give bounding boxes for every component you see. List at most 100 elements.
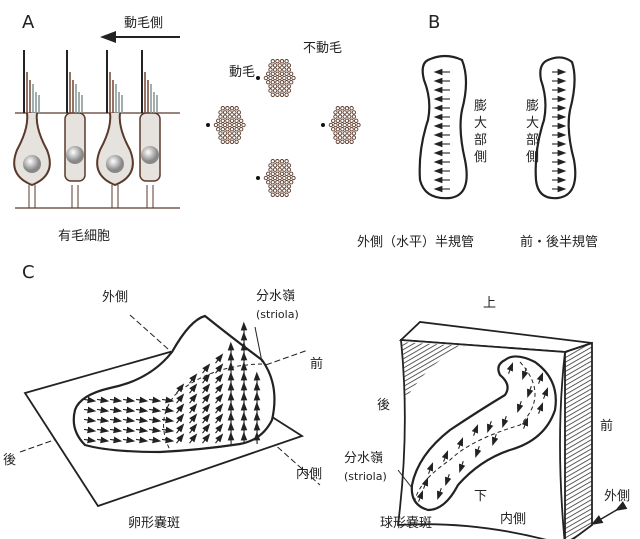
stereocilium-dot: [282, 67, 287, 72]
stereocilium-dot: [218, 135, 223, 140]
stereocilium-dot: [279, 180, 285, 185]
stereocilium-dot: [275, 171, 280, 176]
stereocilium-dot: [342, 131, 347, 136]
stereocilium-dot: [220, 106, 225, 111]
stereocilium-dot: [277, 167, 282, 172]
stereocilium-dot: [331, 118, 336, 123]
label-char: 側: [474, 150, 487, 165]
polarity-arrow: [176, 423, 185, 434]
stereocilium-dot: [286, 63, 292, 68]
stereocilium-dot: [229, 106, 235, 111]
stereocilium-dot: [337, 122, 343, 128]
stereocilium-dot: [232, 114, 237, 119]
ampulla-side-label-left: 膨 大 部 側: [474, 99, 487, 165]
stereocilium-dot: [236, 122, 242, 128]
polarity-arrow: [135, 416, 149, 424]
stereocilium-dot: [272, 175, 278, 181]
stereocilium-dot: [222, 114, 228, 119]
stereocilium-dot: [337, 131, 343, 136]
stereocilium-dot: [234, 139, 239, 144]
saccule-anterior-label: 前: [600, 418, 613, 434]
type1-cell-body: [96, 112, 134, 187]
utricle-lateral-label: 外側: [102, 290, 128, 305]
stereocilium-dot: [216, 118, 221, 123]
polarity-arrow: [135, 436, 149, 444]
stereocilium-dot: [232, 122, 237, 128]
stereocilium-dot: [272, 163, 278, 168]
polarity-arrow: [122, 426, 136, 434]
polarity-arrow: [215, 373, 224, 384]
stereocilium-dot: [270, 80, 275, 85]
utricle-polarity-arrows: [83, 321, 261, 445]
polarity-arrow: [541, 387, 549, 399]
ap-canal-caption: 前・後半規管: [520, 234, 598, 250]
utricle-striola-label: 分水嶺: [256, 289, 295, 304]
saccule-lateral-label: 外側: [604, 489, 630, 504]
polarity-arrow: [189, 433, 198, 444]
polarity-arrow: [471, 424, 479, 436]
stereocilium-dot: [340, 106, 345, 111]
nucleus: [66, 146, 84, 164]
label-char: 膨: [526, 99, 539, 114]
polarity-arrow: [215, 353, 224, 364]
hair-bundle: [256, 159, 296, 197]
polarity-arrow: [109, 396, 123, 404]
stereocilium-dot: [286, 184, 292, 189]
stereocilium-dot: [272, 67, 278, 72]
stereocilium-dot: [272, 184, 278, 189]
stereocilium-dot: [277, 84, 282, 89]
stereocilium-dot: [218, 110, 223, 115]
panel-c: C 外側 分水嶺 (striola) 前 後 内側 卵形嚢斑: [3, 262, 630, 539]
striola-leader: [397, 469, 413, 489]
polarity-arrow: [176, 383, 185, 394]
polarity-arrow: [83, 436, 97, 444]
polarity-arrow: [161, 426, 175, 434]
stereocilium-dot: [337, 110, 343, 115]
polarity-arrow: [506, 362, 514, 374]
polarity-arrow: [527, 386, 534, 398]
polarity-arrow: [189, 403, 198, 414]
stereocilium-dot: [279, 192, 285, 197]
stereocilia-label: 不動毛: [303, 41, 342, 56]
stereocilium-dot: [229, 127, 235, 132]
lateral-medial-arrow-icon: [590, 501, 628, 526]
polarity-arrow: [109, 406, 123, 414]
polarity-arrow: [426, 462, 434, 474]
stereocilium-dot: [291, 75, 296, 81]
stereocilium-dot: [284, 92, 289, 97]
stereocilium-dot: [268, 67, 273, 72]
stereocilium-dot: [239, 118, 244, 123]
stereocilium-dot: [277, 184, 282, 189]
polarity-arrow: [109, 426, 123, 434]
stereocilium-dot: [268, 175, 273, 181]
panel-b: B 膨 大 部 側 膨 大 部 側 外側（水平）半規管 前・後半規管: [357, 12, 598, 250]
stereocilium-dot: [277, 67, 282, 72]
hair-cells: [13, 50, 161, 208]
stereocilium-dot: [289, 180, 294, 185]
stereocilium-dot: [268, 75, 273, 81]
saccule-superior-label: 上: [483, 296, 496, 311]
kinocilium-side-label: 動毛側: [124, 16, 163, 31]
stereocilium-dot: [236, 110, 242, 115]
type1-cell-body: [13, 112, 51, 187]
polarity-arrow: [456, 437, 464, 449]
hair-bundle: [206, 106, 246, 144]
stereocilium-dot: [227, 110, 232, 115]
hair-cell: [64, 50, 86, 208]
stereocilium-dot: [234, 118, 239, 123]
stereocilium-dot: [241, 122, 246, 128]
polarity-arrow: [202, 393, 211, 404]
stereocilium-dot: [282, 184, 287, 189]
stereocilium-dot: [222, 135, 228, 140]
stereocilium-dot: [282, 188, 287, 193]
stereocilium-dot: [286, 175, 292, 181]
saccule-posterior-label: 後: [377, 398, 390, 413]
kinocilium-dot: [321, 123, 325, 127]
stereocilium-dot: [335, 127, 340, 132]
polarity-arrow: [421, 477, 429, 489]
stereocilium-dot: [272, 188, 278, 193]
polarity-arrow: [215, 403, 224, 414]
stereocilium-dot: [282, 163, 287, 168]
stereocilium-dot: [351, 110, 357, 115]
stereocilium-dot: [342, 122, 347, 128]
